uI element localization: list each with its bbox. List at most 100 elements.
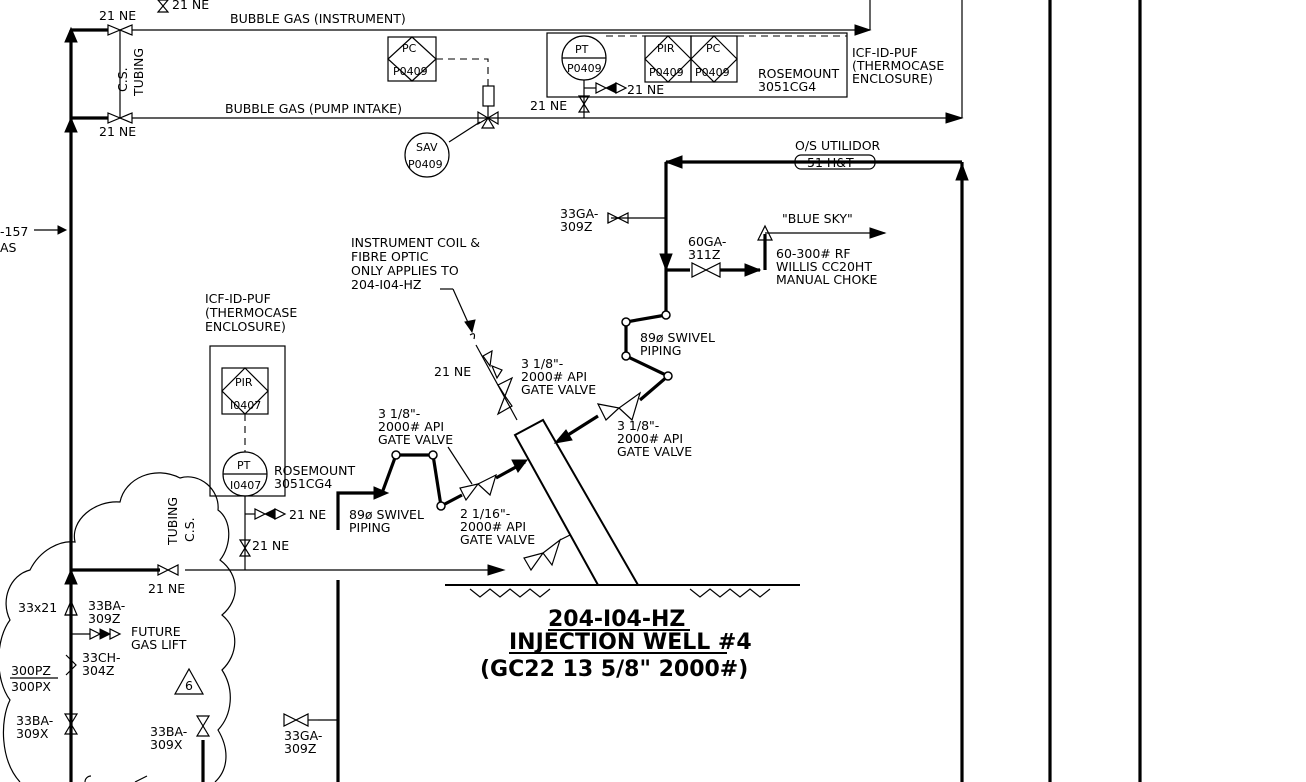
sav-tag: P0409	[408, 158, 443, 171]
enclosure-label: ICF-ID-PUF	[205, 291, 271, 306]
gate-valve-icon[interactable]	[523, 538, 562, 572]
pt-label: PT	[575, 43, 589, 56]
enclosure-label: ENCLOSURE)	[205, 319, 286, 334]
needle-valve-label: 21 NE	[530, 98, 567, 113]
relief-valve-icon[interactable]	[64, 599, 78, 616]
pir-tag: P0409	[649, 66, 684, 79]
revision-number: 6	[185, 678, 193, 693]
coil-note: ONLY APPLIES TO	[351, 263, 459, 278]
valve-tag: 33CH-	[82, 650, 121, 665]
tubing-label: TUBING	[131, 48, 146, 97]
valve-tag: 33GA-	[560, 206, 598, 221]
pir-indicator-icon[interactable]: PIR P0409	[644, 35, 692, 83]
valve-tag: 33BA-	[150, 724, 187, 739]
gate-valve-label: 3 1/8"-	[617, 418, 659, 433]
enclosure-label: (THERMOCASE	[205, 305, 297, 320]
gate-valve-label: GATE VALVE	[521, 382, 596, 397]
needle-valve-label: 21 NE	[252, 538, 289, 553]
choke-label: MANUAL CHOKE	[776, 272, 877, 287]
pt-transmitter-icon[interactable]: PT I0407	[222, 451, 268, 497]
choke-label: WILLIS CC20HT	[776, 259, 872, 274]
swivel-label: 89ø SWIVEL	[640, 330, 715, 345]
gate-valve-icon[interactable]	[459, 473, 497, 502]
swivel-label: PIPING	[349, 520, 391, 535]
needle-valve-icon[interactable]	[107, 112, 133, 124]
blue-sky-label: "BLUE SKY"	[782, 211, 853, 226]
gate-valve-icon[interactable]	[195, 715, 211, 737]
utilidor-label: O/S UTILIDOR	[795, 138, 881, 153]
needle-valve-label: 21 NE	[148, 581, 185, 596]
utilidor-tag: 51 H&T	[807, 155, 854, 170]
gate-valve-icon[interactable]	[691, 262, 721, 278]
needle-valve-icon[interactable]	[157, 564, 179, 576]
gate-valve-label: GATE VALVE	[378, 432, 453, 447]
valve-tag: 60GA-	[688, 234, 726, 249]
pc-controller-icon[interactable]: PC P0409	[690, 35, 738, 83]
valve-tag: 309X	[150, 737, 183, 752]
pc-tag: P0409	[393, 65, 428, 78]
needle-valve-icon[interactable]	[238, 539, 252, 557]
spec-break-label: 300PZ	[11, 663, 51, 678]
needle-valve-label: 21 NE	[172, 0, 209, 12]
gate-valve-icon[interactable]	[607, 212, 629, 224]
swivel-piping-right	[553, 310, 673, 444]
gate-valve-icon[interactable]	[596, 391, 642, 422]
pc-label: PC	[402, 42, 417, 55]
three-way-valve-icon[interactable]	[477, 110, 499, 129]
pc-tag: P0409	[695, 66, 730, 79]
valve-tag: 309X	[16, 726, 49, 741]
valve-tag: 304Z	[82, 663, 114, 678]
gate-valve-label: 2000# API	[521, 369, 587, 384]
valve-tag: 33BA-	[88, 598, 125, 613]
pir-indicator-icon[interactable]: PIR I0407	[221, 367, 269, 415]
revision-triangle-icon: 6	[173, 667, 205, 695]
needle-valve-icon[interactable]	[482, 349, 503, 380]
bubble-gas-lines: BUBBLE GAS (INSTRUMENT) BUBBLE GAS (PUMP…	[99, 0, 964, 139]
pt-transmitter-icon[interactable]: PT P0409	[561, 35, 607, 81]
offpage-label: -157	[0, 224, 28, 239]
rosemount-label: ROSEMOUNT	[274, 463, 355, 478]
well-title: 204-I04-HZ INJECTION WELL #4 (GC22 13 5/…	[480, 607, 752, 682]
pir-label: PIR	[235, 376, 253, 389]
swivel-label: 89ø SWIVEL	[349, 507, 424, 522]
bubble-gas-instrument-label: BUBBLE GAS (INSTRUMENT)	[230, 11, 406, 26]
valve-tag: 33BA-	[16, 713, 53, 728]
gate-valve-icon[interactable]	[496, 376, 514, 416]
cs-label: C.S.	[182, 517, 197, 542]
actuator-icon	[482, 85, 495, 107]
future-gas-lift-label: GAS LIFT	[131, 637, 187, 652]
sav-instrument-icon[interactable]: SAV P0409	[404, 132, 450, 178]
needle-valve-icon[interactable]	[107, 24, 133, 36]
cs-label: C.S.	[115, 67, 130, 92]
valve-tag: 33x21	[18, 600, 57, 615]
gate-valve-label: GATE VALVE	[460, 532, 535, 547]
needle-valve-icon[interactable]	[254, 508, 287, 520]
revision-cloud	[0, 472, 236, 782]
bubble-gas-pump-label: BUBBLE GAS (PUMP INTAKE)	[225, 101, 402, 116]
check-valve-icon	[65, 654, 77, 676]
needle-valve-icon[interactable]	[577, 95, 591, 113]
pir-label: PIR	[657, 42, 675, 55]
choke-label: 60-300# RF	[776, 246, 851, 261]
pc-controller-icon[interactable]: PC P0409	[387, 36, 437, 82]
gate-valve-label: 2 1/16"-	[460, 506, 510, 521]
valve-tag: 309Z	[560, 219, 592, 234]
swivel-piping-left	[336, 450, 528, 530]
gate-valve-icon[interactable]	[283, 713, 318, 727]
choke-valve-icon[interactable]	[757, 224, 887, 241]
needle-valve-icon[interactable]	[156, 0, 170, 13]
future-gas-lift-label: FUTURE	[131, 624, 181, 639]
valve-tag: 33GA-	[284, 728, 322, 743]
needle-valve-icon[interactable]	[595, 82, 628, 94]
enclosure-label: ICF-ID-PUF	[852, 45, 918, 60]
well-tag: 204-I04-HZ	[548, 607, 685, 632]
pc-label: PC	[706, 42, 721, 55]
gate-valve-icon[interactable]	[63, 713, 79, 735]
enclosure-label: (THERMOCASE	[852, 58, 944, 73]
coil-note: INSTRUMENT COIL &	[351, 235, 480, 250]
gate-valve-icon[interactable]	[89, 628, 122, 640]
gate-valve-label: GATE VALVE	[617, 444, 692, 459]
pir-tag: I0407	[230, 399, 261, 412]
pt-tag: P0409	[567, 62, 602, 75]
